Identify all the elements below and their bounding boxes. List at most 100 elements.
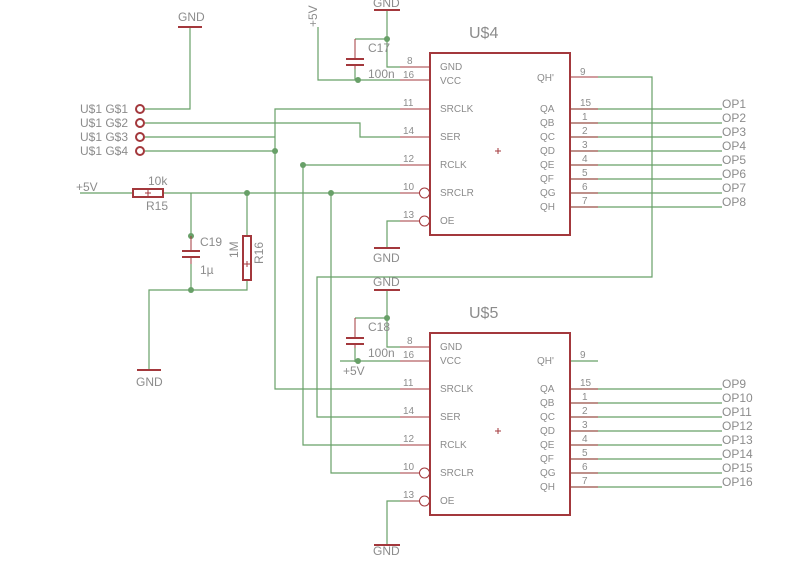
u4-pin-vcc: VCC: [440, 76, 461, 87]
u5-pin-qa: QA: [540, 384, 555, 395]
supply-labels: +5V +5V +5V: [76, 5, 365, 378]
chip-u4-title: U$4: [469, 25, 498, 42]
connector-label-g4: U$1 G$4: [80, 144, 128, 158]
connector-pad: [135, 132, 145, 142]
connector-pad: [135, 104, 145, 114]
cap-c19-name: C19: [200, 235, 222, 249]
u5-pin-qh-prime: QH': [537, 356, 554, 367]
u4-pin-qe: QE: [540, 160, 555, 171]
net-label-op9: OP9: [722, 377, 746, 391]
u5-pin-gnd: GND: [440, 342, 462, 353]
u5-pin-num: 8: [407, 336, 413, 347]
u5-pin-num: 15: [580, 378, 592, 389]
gnd-symbols: GND GND GND GND GND GND: [136, 0, 400, 558]
u4-pin-num: 11: [403, 98, 414, 109]
net-label-op11: OP11: [722, 405, 752, 419]
u4-pin-num: 1: [582, 112, 588, 123]
u4-pin-srclr: SRCLR: [440, 188, 474, 199]
vcc-label: +5V: [306, 5, 320, 27]
chip-u5-title: U$5: [469, 305, 498, 322]
u4-pin-num: 16: [403, 70, 415, 81]
u5-pin-num: 1: [582, 392, 588, 403]
net-label-op4: OP4: [722, 139, 746, 153]
net-label-op1: OP1: [722, 97, 746, 111]
u5-pin-vcc: VCC: [440, 356, 461, 367]
u5-pin-num: 13: [403, 490, 415, 501]
output-labels: OP1 OP2 OP3 OP4 OP5 OP6 OP7 OP8 OP9 OP10…: [722, 97, 753, 489]
u5-pin-qd: QD: [540, 426, 555, 437]
u5-pin-num: 5: [582, 448, 588, 459]
vcc-label: +5V: [76, 180, 98, 194]
connector-u1: U$1 G$1 U$1 G$2 U$1 G$3 U$1 G$4: [80, 102, 145, 158]
u4-pin-qd: QD: [540, 146, 555, 157]
u5-pin-qh: QH: [540, 482, 555, 493]
u5-pin-num: 11: [403, 378, 414, 389]
connector-label-g1: U$1 G$1: [80, 102, 128, 116]
u5-pin-qb: QB: [540, 398, 555, 409]
net-label-op12: OP12: [722, 419, 753, 433]
u5-pin-num: 9: [580, 350, 586, 361]
u5-pin-num: 16: [403, 350, 415, 361]
u5-pin-num: 10: [403, 462, 415, 473]
u4-pin-srclk: SRCLK: [440, 104, 474, 115]
u4-pin-num: 13: [403, 210, 415, 221]
u4-pin-qh-prime: QH': [537, 73, 554, 84]
net-label-op2: OP2: [722, 111, 746, 125]
u5-pin-num: 2: [582, 406, 588, 417]
resistor-r16: 1M R16: [227, 235, 266, 281]
connector-pad: [135, 118, 145, 128]
u4-pin-qg: QG: [540, 188, 556, 199]
u4-pin-ser: SER: [440, 132, 461, 143]
cap-c18-name: C18: [368, 320, 390, 334]
net-label-op13: OP13: [722, 433, 753, 447]
chip-u4: U$4 GND VCC SRCLK SER RCLK SRCLR OE 8 16…: [400, 25, 598, 236]
u4-pin-num: 6: [582, 182, 588, 193]
gnd-label: GND: [373, 0, 400, 10]
u4-pin-qf: QF: [540, 174, 554, 185]
u4-pin-num: 14: [403, 126, 415, 137]
chip-u5: U$5 GND VCC SRCLK SER RCLK SRCLR OE 8 16…: [400, 305, 598, 516]
u4-pin-oe: OE: [440, 216, 455, 227]
u5-pin-qg: QG: [540, 468, 556, 479]
gnd-label: GND: [373, 251, 400, 265]
u4-pin-qc: QC: [540, 132, 555, 143]
net-label-op8: OP8: [722, 195, 746, 209]
net-label-op10: OP10: [722, 391, 753, 405]
junction-dots: [188, 36, 390, 364]
connector-label-g2: U$1 G$2: [80, 116, 128, 130]
u5-pin-srclk: SRCLK: [440, 384, 474, 395]
u5-pin-ser: SER: [440, 412, 461, 423]
u4-pin-qb: QB: [540, 118, 555, 129]
net-label-op3: OP3: [722, 125, 746, 139]
u5-pin-num: 7: [582, 476, 588, 487]
u4-pin-num: 2: [582, 126, 588, 137]
u5-pin-qf: QF: [540, 454, 554, 465]
u4-pin-rclk: RCLK: [440, 160, 467, 171]
u4-pin-gnd: GND: [440, 62, 462, 73]
u4-pin-num: 8: [407, 56, 413, 67]
capacitor-c18: C18 100n: [346, 318, 395, 360]
u4-pin-num: 12: [403, 154, 415, 165]
u4-pin-num: 10: [403, 182, 415, 193]
net-label-op15: OP15: [722, 461, 753, 475]
capacitor-c17: C17 100n: [346, 39, 395, 81]
resistor-r16-value: 1M: [227, 241, 241, 258]
net-label-op6: OP6: [722, 167, 746, 181]
resistor-r15: 10k R15: [132, 174, 168, 213]
u5-pin-num: 3: [582, 420, 588, 431]
u4-pin-num: 7: [582, 196, 588, 207]
gnd-label: GND: [373, 544, 400, 558]
u5-pin-qc: QC: [540, 412, 555, 423]
u5-pin-num: 14: [403, 406, 415, 417]
resistor-r16-name: R16: [252, 242, 266, 264]
resistor-r15-value: 10k: [148, 174, 168, 188]
u5-pin-oe: OE: [440, 496, 455, 507]
connector-pad: [135, 146, 145, 156]
net-label-op7: OP7: [722, 181, 746, 195]
connector-label-g3: U$1 G$3: [80, 130, 128, 144]
gnd-label: GND: [136, 375, 163, 389]
cap-c17-value: 100n: [368, 67, 395, 81]
u5-pin-qe: QE: [540, 440, 555, 451]
u5-pin-num: 4: [582, 434, 588, 445]
